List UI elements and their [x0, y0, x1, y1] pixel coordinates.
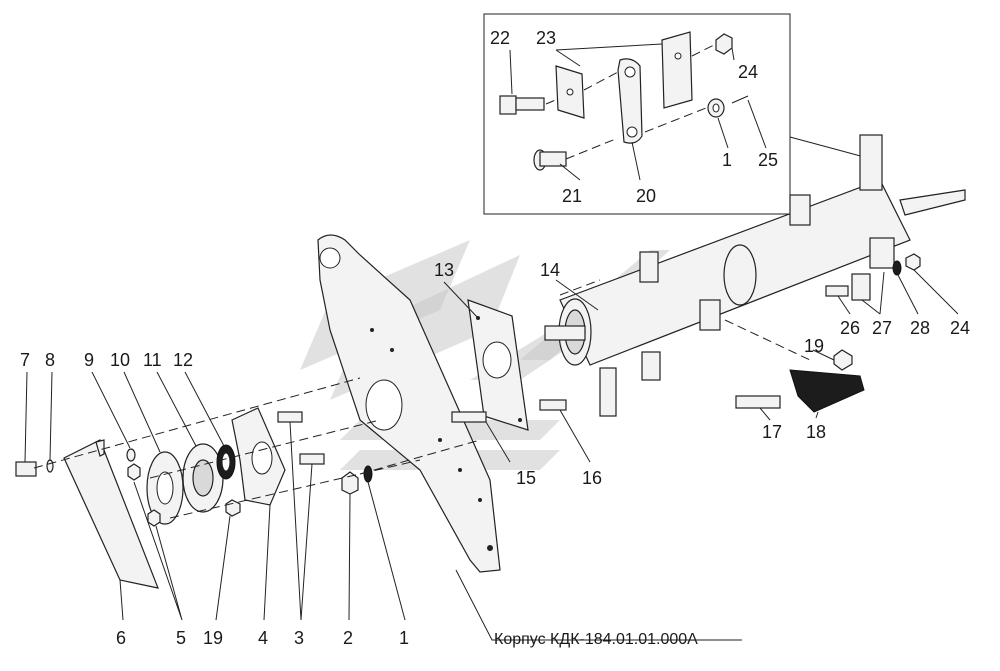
callout-28: 28: [910, 318, 930, 338]
seal-12: [216, 444, 236, 480]
washer-8: [46, 459, 54, 473]
callout-20: 20: [636, 186, 656, 206]
callout-19-bottom: 19: [203, 628, 223, 648]
callout-24-inset: 24: [738, 62, 758, 82]
callout-labels: 7 8 9 10 11 12 13 14 15 16 17 18 19 19 6…: [20, 28, 970, 648]
callout-18: 18: [806, 422, 826, 442]
nut-24-inset: [715, 33, 733, 55]
clamp-18: [789, 369, 865, 413]
inset-frame: [483, 13, 869, 215]
callout-14: 14: [540, 260, 560, 280]
caption-leader: [455, 569, 742, 641]
flange-plate-13: [467, 299, 529, 431]
bearing-11: [182, 443, 224, 513]
plates-27: [851, 273, 871, 301]
callout-11: 11: [143, 350, 162, 370]
bolt-15: [451, 411, 487, 423]
callout-4: 4: [258, 628, 268, 648]
callout-26: 26: [840, 318, 860, 338]
callout-21: 21: [562, 186, 582, 206]
nut-2: [341, 471, 359, 495]
nut-19-right: [833, 349, 853, 371]
callout-10: 10: [110, 350, 130, 370]
main-plate: [317, 234, 501, 573]
cover-6: [63, 439, 159, 589]
callout-22: 22: [490, 28, 510, 48]
callout-7: 7: [20, 350, 30, 370]
nut-24-right: [905, 253, 921, 271]
housing-4: [231, 407, 286, 506]
callout-12: 12: [173, 350, 193, 370]
bolt-16: [539, 399, 567, 411]
pin-9: [126, 448, 136, 462]
assembly-caption: Корпус КДК-184.01.01.000А: [494, 631, 698, 648]
callout-27: 27: [872, 318, 892, 338]
callout-1: 1: [399, 628, 409, 648]
callout-9: 9: [84, 350, 94, 370]
callout-13: 13: [434, 260, 454, 280]
bolt-22: [499, 95, 545, 115]
link-20: [617, 58, 643, 144]
washer-1: [363, 465, 373, 483]
callout-2: 2: [343, 628, 353, 648]
bolts-3: [277, 411, 325, 465]
callout-24-right: 24: [950, 318, 970, 338]
washer-28: [892, 260, 902, 276]
callout-23: 23: [536, 28, 556, 48]
callout-15: 15: [516, 468, 536, 488]
pin-21: [533, 149, 567, 171]
bearing-housing-10: [146, 451, 184, 525]
bolt-17: [735, 395, 781, 409]
callout-6: 6: [116, 628, 126, 648]
callout-5: 5: [176, 628, 186, 648]
plate-23-right: [661, 31, 693, 109]
bolt-7: [15, 461, 37, 477]
callout-3: 3: [294, 628, 304, 648]
nut-19-left: [225, 499, 241, 517]
callout-17: 17: [762, 422, 782, 442]
callout-16: 16: [582, 468, 602, 488]
callout-8: 8: [45, 350, 55, 370]
callout-1-inset: 1: [722, 150, 732, 170]
cotter-pin-25: [731, 95, 749, 104]
callout-25: 25: [758, 150, 778, 170]
callout-19-right: 19: [804, 336, 824, 356]
bolt-26: [825, 285, 849, 297]
shaft-assembly-14: [544, 134, 966, 417]
detail-inset: [483, 13, 869, 215]
